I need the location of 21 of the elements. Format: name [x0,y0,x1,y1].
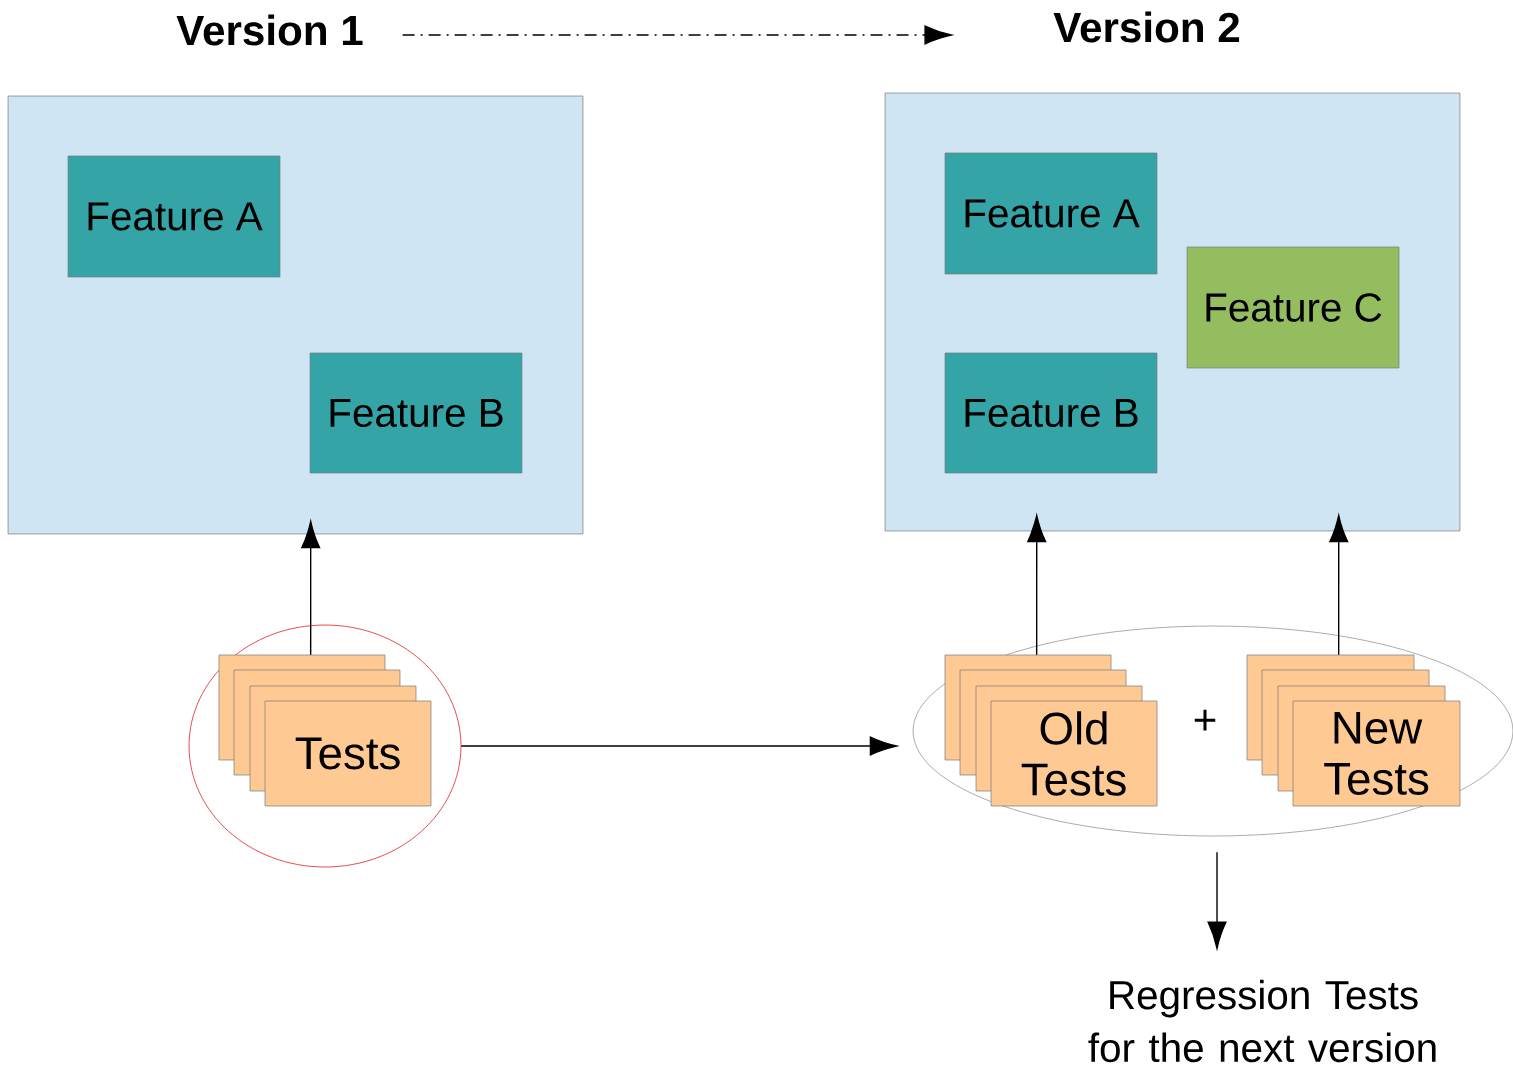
feature-box: Feature B [944,352,1158,474]
feature-box: Feature A [67,155,281,278]
arrow [1207,851,1227,949]
arrow [1027,514,1047,656]
test-card-stack: Tests [218,654,432,807]
arrow [1329,514,1349,656]
result-text: Regression Tests for the next version [1088,979,1436,1063]
group-ellipse [188,624,462,868]
version-heading: Version 1 [176,14,363,46]
feature-box: Feature B [309,352,523,474]
feature-box: Feature A [944,152,1158,275]
test-card-stack: Old Tests [944,654,1158,807]
feature-box: Feature C [1186,246,1400,369]
arrow [301,520,321,656]
node-label: Tests [1021,763,1126,796]
arrow [401,25,952,45]
arrow [460,736,898,756]
plus-sign: + [1194,709,1216,731]
test-card-stack: New Tests [1246,654,1461,807]
node-label: Tests [1324,763,1429,795]
version-heading: Version 2 [1053,11,1240,43]
